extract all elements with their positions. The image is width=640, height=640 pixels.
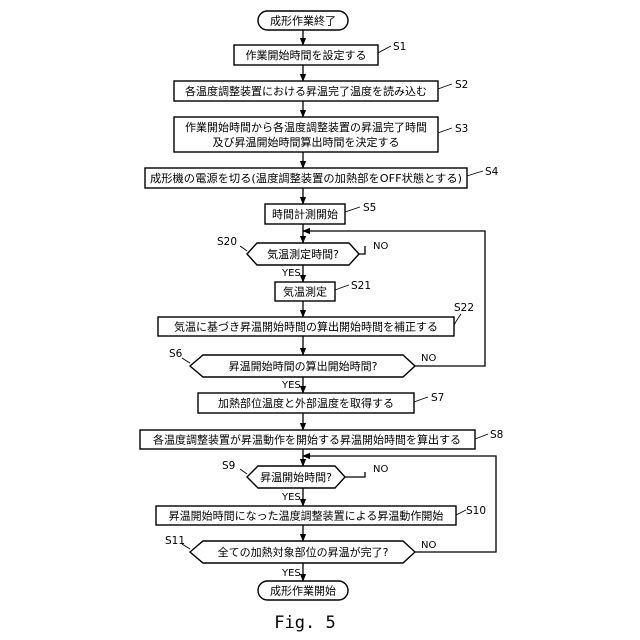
yes-label-s20: YES (281, 268, 301, 279)
s10-text: 昇温開始時間になった温度調整装置による昇温動作開始 (169, 509, 444, 523)
no-label-s6: NO (421, 353, 436, 364)
process-s2: 各温度調整装置における昇温完了温度を読み込む (174, 81, 438, 101)
decision-s20: 気温測定時間? (247, 243, 359, 265)
decision-s9: 昇温開始時間? (247, 466, 345, 488)
no-label-s11: NO (421, 540, 436, 551)
s22-text: 気温に基づき昇温開始時間の算出開始時間を補正する (174, 320, 438, 334)
yes-label-s11: YES (281, 568, 301, 579)
step-label-s4: S4 (485, 166, 499, 178)
process-s4: 成形機の電源を切る(温度調整装置の加熱部をOFF状態とする) (145, 168, 467, 188)
step-label-s6: S6 (169, 348, 183, 360)
process-s1: 作業開始時間を設定する (234, 45, 378, 65)
figure-caption: Fig. 5 (274, 613, 335, 633)
process-s22: 気温に基づき昇温開始時間の算出開始時間を補正する (158, 317, 454, 336)
s3-text-line2: 及び昇温開始時間算出時間を決定する (213, 135, 400, 149)
step-label-s9: S9 (222, 460, 235, 472)
no-branch-loops (303, 231, 496, 552)
s21-text: 気温測定 (283, 285, 327, 299)
step-label-s3: S3 (455, 123, 468, 135)
step-label-s20: S20 (217, 236, 237, 248)
process-s7: 加熱部位温度と外部温度を取得する (198, 393, 414, 413)
s9-text: 昇温開始時間? (260, 470, 332, 484)
step-label-s8: S8 (490, 429, 503, 441)
end-terminal: 成形作業開始 (258, 581, 348, 600)
yes-label-s9: YES (281, 492, 301, 503)
end-label: 成形作業開始 (270, 584, 336, 598)
s2-text: 各温度調整装置における昇温完了温度を読み込む (185, 84, 427, 98)
process-s10: 昇温開始時間になった温度調整装置による昇温動作開始 (156, 506, 456, 525)
no-label-s9: NO (373, 464, 388, 475)
yes-label-s6: YES (281, 380, 301, 391)
process-s8: 各温度調整装置が昇温動作を開始する昇温開始時間を算出する (140, 430, 475, 449)
s11-text: 全ての加熱対象部位の昇温が完了? (218, 545, 389, 559)
decision-s11: 全ての加熱対象部位の昇温が完了? (190, 541, 415, 563)
s6-text: 昇温開始時間の算出開始時間? (229, 359, 378, 373)
s8-text: 各温度調整装置が昇温動作を開始する昇温開始時間を算出する (153, 433, 461, 447)
start-label: 成形作業終了 (270, 14, 336, 28)
step-label-s5: S5 (363, 202, 376, 214)
process-s3: 作業開始時間から各温度調整装置の昇温完了時間 及び昇温開始時間算出時間を決定する (174, 117, 438, 152)
s5-text: 時間計測開始 (272, 207, 338, 221)
s3-text-line1: 作業開始時間から各温度調整装置の昇温完了時間 (185, 120, 427, 134)
step-label-s2: S2 (455, 79, 468, 91)
process-s21: 気温測定 (275, 282, 335, 301)
step-label-s10: S10 (466, 505, 486, 517)
step-label-s7: S7 (431, 392, 444, 404)
step-label-s22: S22 (454, 302, 474, 314)
s1-text: 作業開始時間を設定する (246, 48, 367, 62)
step-label-s1: S1 (393, 41, 406, 53)
no-label-s20: NO (373, 241, 388, 252)
decision-s6: 昇温開始時間の算出開始時間? (190, 355, 415, 377)
step-label-s21: S21 (351, 280, 371, 292)
step-label-s11: S11 (165, 535, 185, 547)
s20-text: 気温測定時間? (267, 247, 339, 261)
start-terminal: 成形作業終了 (258, 11, 348, 30)
s7-text: 加熱部位温度と外部温度を取得する (218, 396, 394, 410)
process-s5: 時間計測開始 (265, 204, 345, 224)
s4-text: 成形機の電源を切る(温度調整装置の加熱部をOFF状態とする) (150, 171, 462, 185)
